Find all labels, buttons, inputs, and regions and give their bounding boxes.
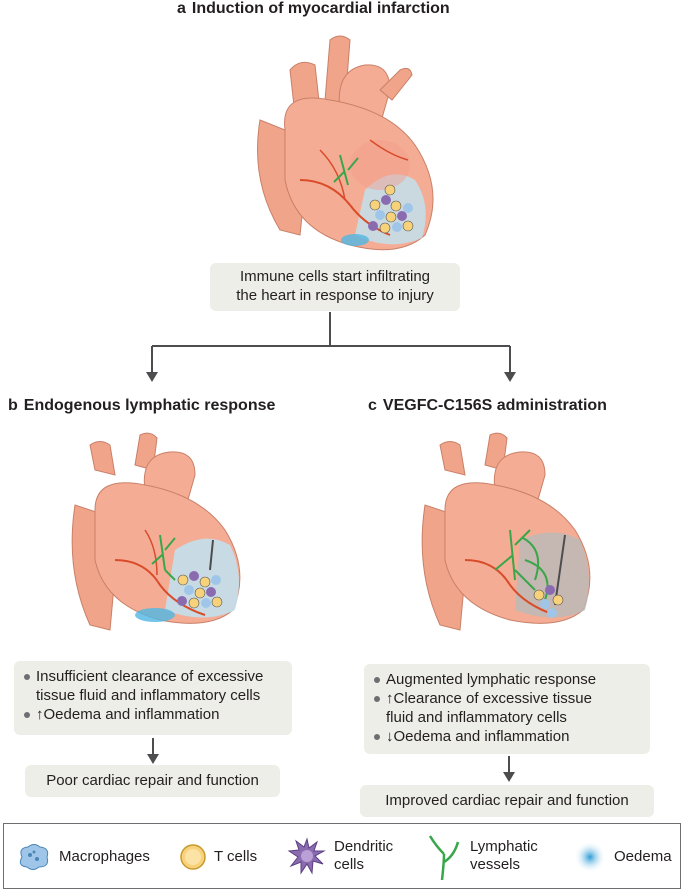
panel-b-findings: Insufficient clearance of excessive tiss… [14,661,292,735]
connector-arrows [146,312,516,382]
bullet-text: Augmented lymphatic response [386,671,597,688]
bullet-text: ↓Oedema and inflammation [386,728,570,745]
arrow-b [147,738,159,764]
heart-illustration-a [257,35,434,251]
legend-label-line: cells [334,856,365,873]
findings-bullet: Insufficient clearance of excessive [22,667,284,686]
arrow-c [503,756,515,782]
bullet-text: fluid and inflammatory cells [386,709,567,726]
immune-cell-cluster [368,184,414,234]
outcome-text: Improved cardiac repair and function [385,792,629,809]
macrophage-icon [19,844,49,870]
bullet-dot [24,674,30,680]
bullet-dot [24,712,30,718]
heart-illustration-c [421,432,591,631]
outcome-text: Poor cardiac repair and function [46,772,259,789]
immune-cell-cluster [533,585,564,618]
bullet-dot [374,696,380,702]
panel-c-heading: VEGFC-C156S administration [382,397,607,414]
lymphatic-vessel-icon [428,835,460,881]
findings-bullet: Augmented lymphatic response [372,670,642,689]
panel-b-title: b Endogenous lymphatic response [8,397,275,415]
caption-line: Immune cells start infiltrating [239,268,431,285]
panel-c-title: c VEGFC-C156S administration [368,397,607,415]
heart-illustration-b [71,432,241,631]
bullet-text: ↑Oedema and inflammation [36,706,220,723]
dendritic-cell-icon [287,837,326,875]
legend-label-line: vessels [470,856,521,873]
panel-a-heading: Induction of myocardial infarction [191,0,450,17]
t-cell-icon [180,844,206,870]
immune-cell-cluster [177,571,223,609]
panel-a-title: a Induction of myocardial infarction [177,0,450,18]
legend-label-t-cells: T cells [214,848,258,865]
panel-b-letter: b [8,397,18,414]
findings-bullet: ↑Clearance of excessive tissue [372,689,642,708]
panel-c-outcome: Improved cardiac repair and function [360,785,654,817]
bullet-text: tissue fluid and inflammatory cells [36,687,261,704]
findings-bullet: ↓Oedema and inflammation [372,727,642,746]
panel-a-caption: Immune cells start infiltrating the hear… [210,263,460,311]
legend-label-oedema: Oedema [614,848,672,865]
bullet-dot [374,677,380,683]
legend: Macrophages T cells Dendritic cells Lymp… [3,823,681,889]
panel-c-letter: c [368,397,377,414]
bullet-dot [374,734,380,740]
bullet-text: ↑Clearance of excessive tissue [386,690,592,707]
panel-a-letter: a [177,0,186,17]
caption-line: the heart in response to injury [236,287,434,304]
panel-c-findings: Augmented lymphatic response ↑Clearance … [364,664,650,754]
legend-label-line: Dendritic [334,838,394,855]
findings-bullet: ↑Oedema and inflammation [22,705,284,724]
legend-label-lymphatic-vessels: Lymphatic vessels [470,838,538,874]
legend-label-dendritic-cells: Dendritic cells [334,838,393,874]
panel-b-heading: Endogenous lymphatic response [23,397,276,414]
bullet-text: Insufficient clearance of excessive [36,668,264,685]
panel-b-outcome: Poor cardiac repair and function [25,765,280,797]
oedema-icon [574,841,606,873]
legend-label-line: Lymphatic [470,838,538,855]
legend-label-macrophages: Macrophages [59,848,150,865]
